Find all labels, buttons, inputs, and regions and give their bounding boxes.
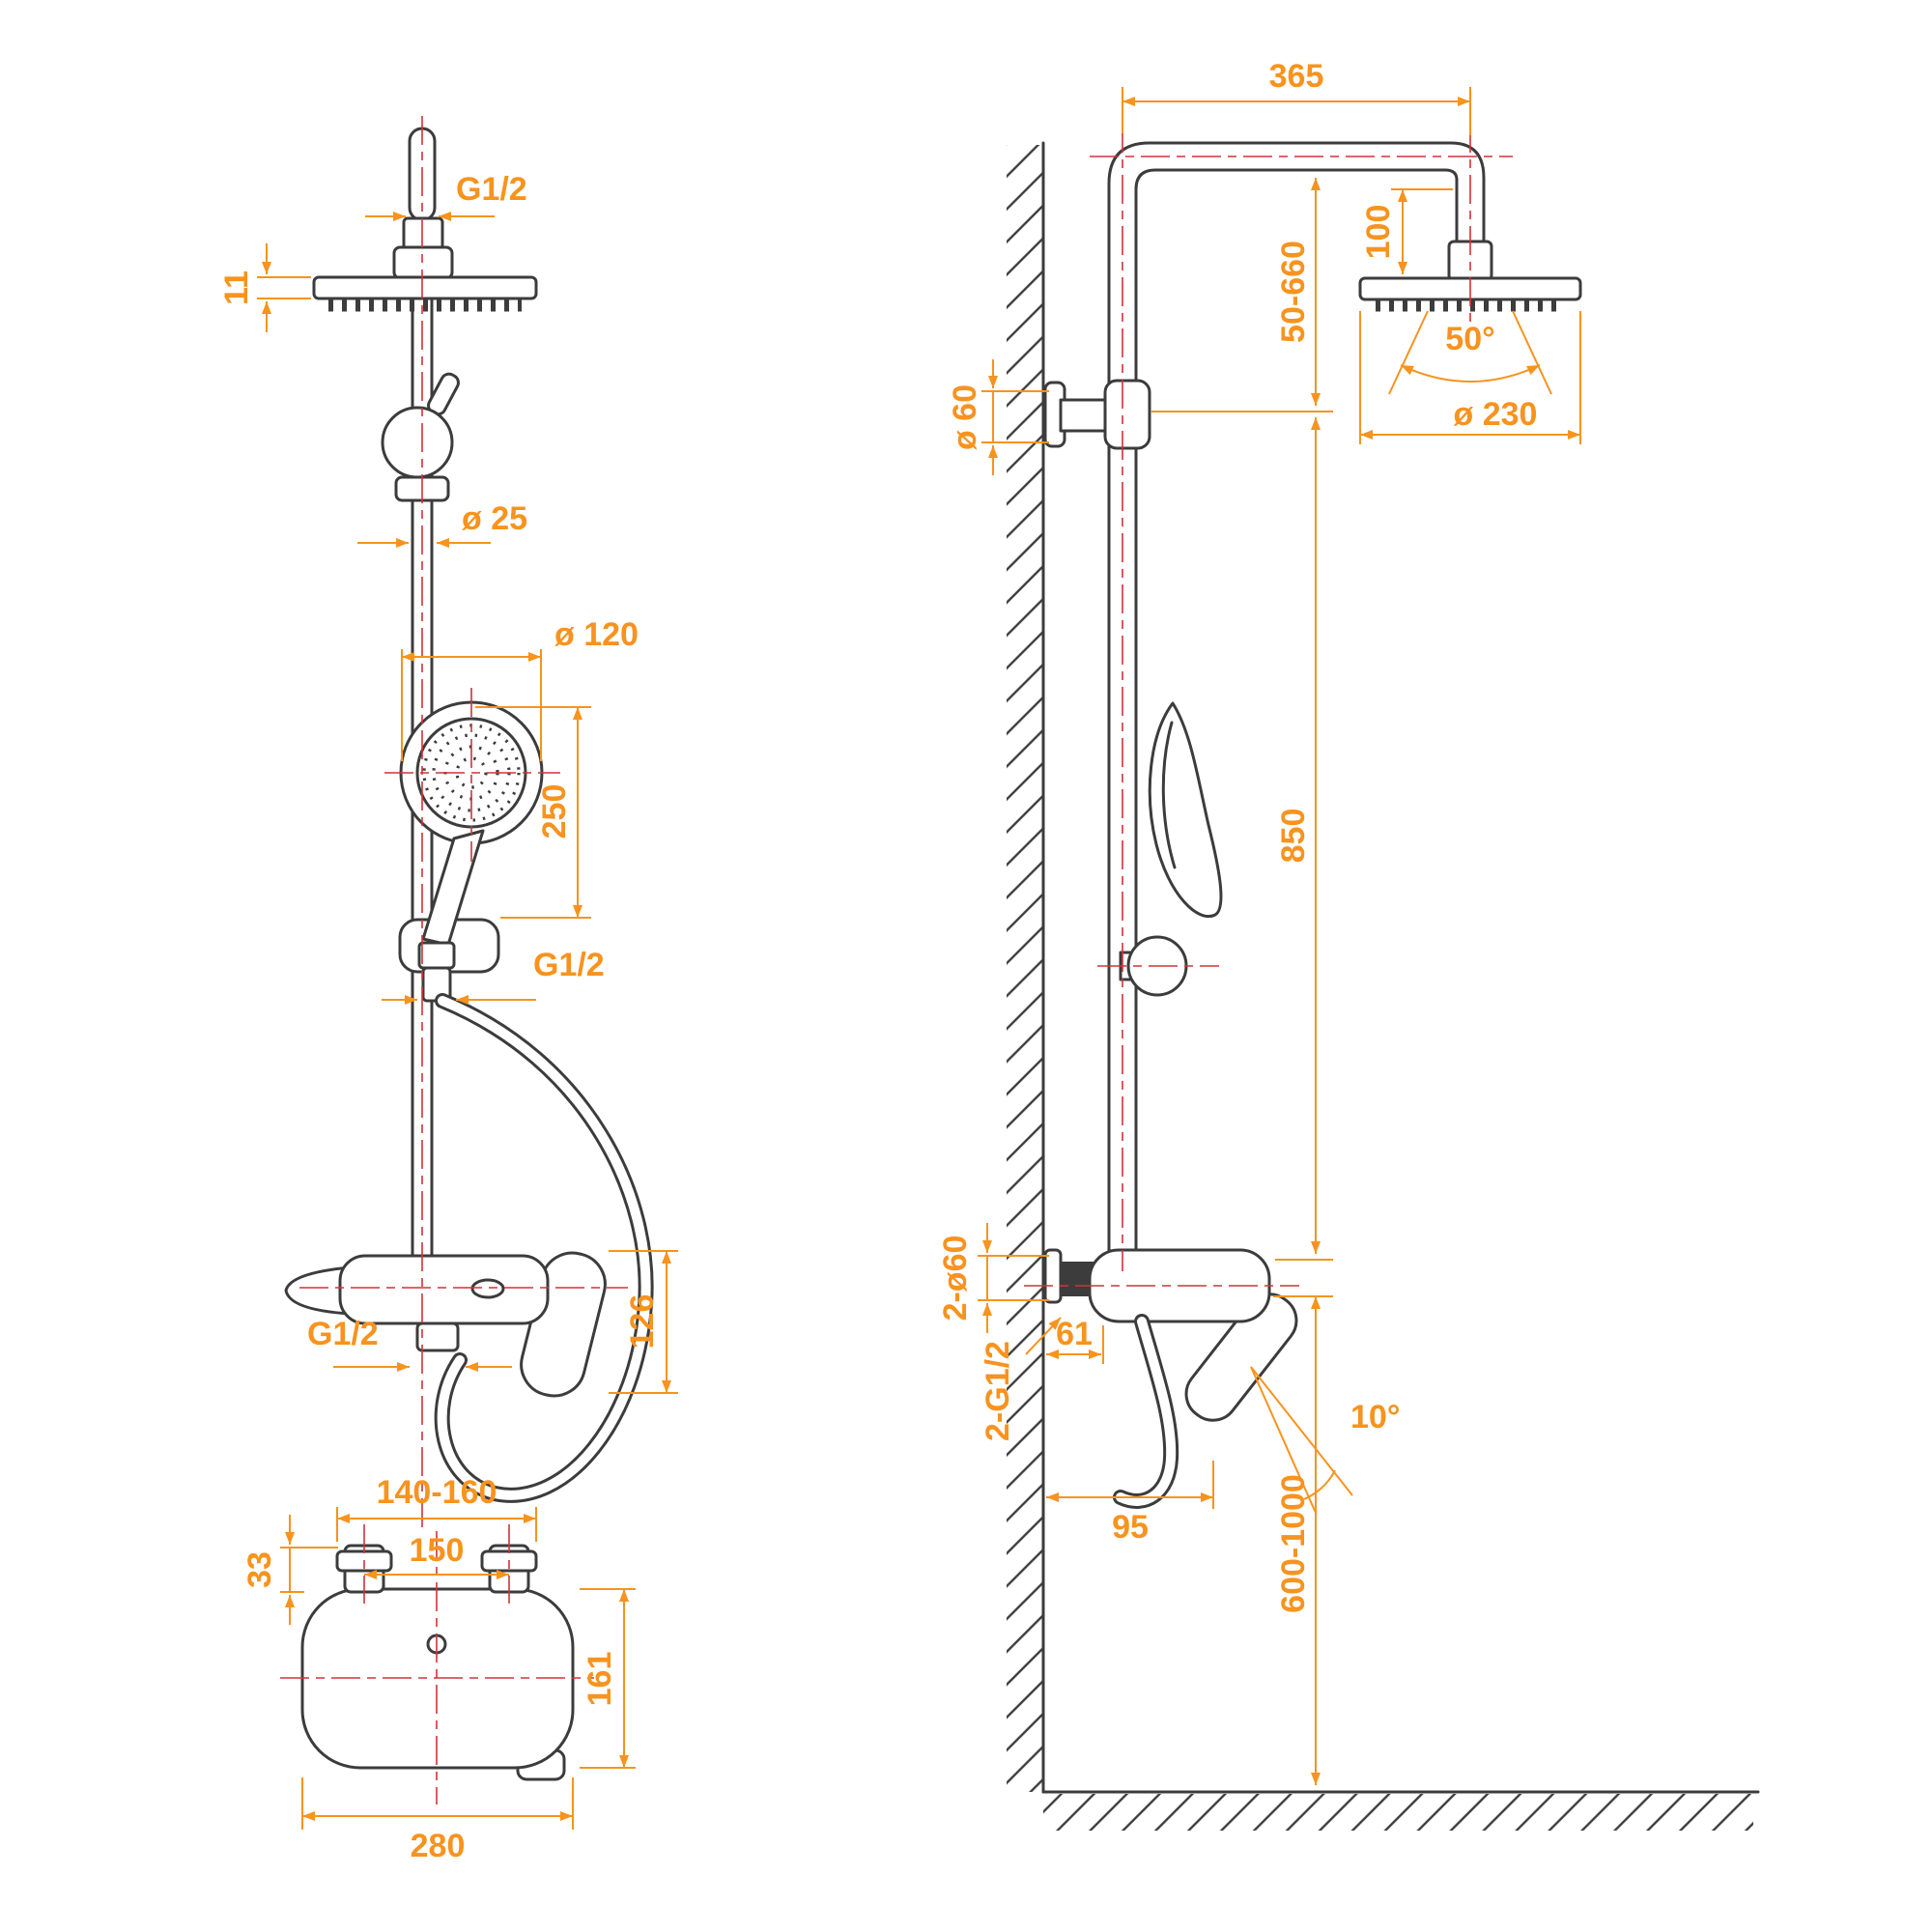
floor-hatching bbox=[1043, 1794, 1753, 1831]
dim-inlet-range-label: 140-160 bbox=[377, 1474, 497, 1511]
front-hose-fill bbox=[437, 996, 651, 1500]
side-wall-floor bbox=[1007, 141, 1760, 1831]
dim-spray-angle-label: 50° bbox=[1445, 321, 1494, 357]
dim-pipe-diameter: ø 25 bbox=[357, 500, 527, 548]
front-fixture bbox=[284, 127, 654, 1781]
side-column-outer bbox=[1107, 141, 1486, 1258]
dim-handle-angle: 10° bbox=[1250, 1366, 1400, 1514]
dim-arm-reach: 365 bbox=[1122, 58, 1471, 135]
dim-arm-reach-label: 365 bbox=[1269, 58, 1324, 95]
dim-mixer-height-label: 126 bbox=[624, 1294, 661, 1350]
front-mixer-spout bbox=[284, 1265, 352, 1316]
front-head-shroud bbox=[392, 245, 454, 280]
side-column-inner bbox=[1134, 168, 1459, 1258]
side-view: 365 100 50-660 850 bbox=[937, 58, 1760, 1831]
dim-body-depth: 161 bbox=[580, 1588, 636, 1769]
side-centerlines bbox=[1024, 124, 1513, 1287]
dim-head-diameter-label: ø 230 bbox=[1454, 396, 1538, 433]
side-hand-shower bbox=[1148, 701, 1223, 918]
wall-hatching bbox=[1007, 145, 1043, 1792]
dim-bracket-to-mixer: 850 bbox=[1151, 411, 1333, 1261]
front-mixer-outlet-nut bbox=[415, 1321, 460, 1352]
front-dimensions: G1/2 11 ø 25 ø 120 bbox=[218, 171, 678, 1864]
dim-mount-height-label: 600-1000 bbox=[1275, 1474, 1312, 1613]
dim-spout-reach-label: 95 bbox=[1112, 1509, 1149, 1546]
side-dimensions: 365 100 50-660 850 bbox=[937, 58, 1581, 1785]
dim-body-width: 280 bbox=[301, 1777, 574, 1864]
dim-front-g12-inlet-label: G1/2 bbox=[307, 1316, 379, 1352]
dim-hand-diameter: ø 120 bbox=[401, 616, 639, 761]
dim-head-thickness-label: 11 bbox=[218, 270, 255, 305]
dim-mixer-height: 126 bbox=[609, 1250, 678, 1394]
front-mixer-detail bbox=[470, 1278, 505, 1299]
front-hand-shower-dots-1 bbox=[455, 756, 488, 789]
dim-bracket-diameter: ø 60 bbox=[947, 359, 1049, 475]
dim-inlet-threads: 2-G1/2 bbox=[980, 1317, 1062, 1441]
dim-spout-offset-label: 61 bbox=[1056, 1316, 1093, 1352]
side-bracket-clamp bbox=[1103, 379, 1151, 450]
dim-top-adjust: 50-660 bbox=[1275, 178, 1321, 406]
dim-front-g12-holder-label: G1/2 bbox=[533, 947, 605, 983]
front-mixer-body bbox=[338, 1254, 550, 1325]
side-hand-shower-detail bbox=[1161, 721, 1177, 869]
dim-head-diameter: ø 230 bbox=[1359, 311, 1581, 444]
front-diverter-knob bbox=[381, 406, 454, 479]
dim-pipe-diameter-label: ø 25 bbox=[462, 500, 527, 537]
dim-hand-to-holder-label: 250 bbox=[536, 784, 573, 839]
side-spout-fill bbox=[1116, 1317, 1177, 1506]
front-head-nut bbox=[402, 216, 444, 251]
side-fixture bbox=[1043, 141, 1582, 1509]
dim-handle-angle-label: 10° bbox=[1350, 1399, 1400, 1435]
dim-inlet-centers-label: 150 bbox=[410, 1532, 465, 1569]
dim-spray-angle: 50° bbox=[1388, 310, 1552, 395]
dim-hand-to-holder: 250 bbox=[475, 706, 591, 919]
dim-hand-diameter-label: ø 120 bbox=[554, 616, 639, 653]
dim-front-g12-top: G1/2 bbox=[365, 171, 527, 221]
dim-head-drop: 100 bbox=[1360, 188, 1453, 274]
dim-front-g12-inlet: G1/2 bbox=[307, 1316, 512, 1372]
dim-inlet-range: 140-160 bbox=[336, 1474, 537, 1542]
side-mixer-handle bbox=[1184, 1293, 1298, 1422]
dim-inlet-centers: 150 bbox=[364, 1532, 509, 1579]
dim-bracket-diameter-label: ø 60 bbox=[947, 384, 983, 450]
side-bracket-arm bbox=[1059, 398, 1113, 433]
dim-body-width-label: 280 bbox=[411, 1828, 466, 1864]
dim-inlet-flanges-label: 2-ø60 bbox=[937, 1236, 974, 1321]
front-view: G1/2 11 ø 25 ø 120 bbox=[218, 116, 678, 1864]
dim-stem-height-label: 33 bbox=[242, 1551, 278, 1588]
dim-spout-offset: 61 bbox=[1046, 1316, 1104, 1364]
dim-bracket-to-mixer-label: 850 bbox=[1275, 809, 1312, 864]
dim-stem-height: 33 bbox=[242, 1515, 338, 1625]
front-centerlines bbox=[280, 116, 628, 1804]
dim-head-thickness: 11 bbox=[218, 243, 311, 332]
side-wall-escutcheon bbox=[1043, 1248, 1063, 1304]
front-rain-head bbox=[312, 275, 538, 300]
dim-spout-reach: 95 bbox=[1046, 1461, 1214, 1546]
dim-body-depth-label: 161 bbox=[582, 1652, 618, 1707]
front-hose-nut-upper bbox=[417, 941, 456, 970]
dim-front-g12-holder: G1/2 bbox=[382, 947, 605, 1005]
dim-front-g12-top-label: G1/2 bbox=[456, 171, 527, 208]
dim-inlet-flanges: 2-ø60 bbox=[937, 1223, 1049, 1333]
dim-head-drop-label: 100 bbox=[1360, 205, 1397, 260]
dim-mount-height: 600-1000 bbox=[1273, 1295, 1333, 1785]
dim-inlet-threads-label: 2-G1/2 bbox=[980, 1341, 1016, 1441]
dim-top-adjust-label: 50-660 bbox=[1275, 241, 1312, 343]
